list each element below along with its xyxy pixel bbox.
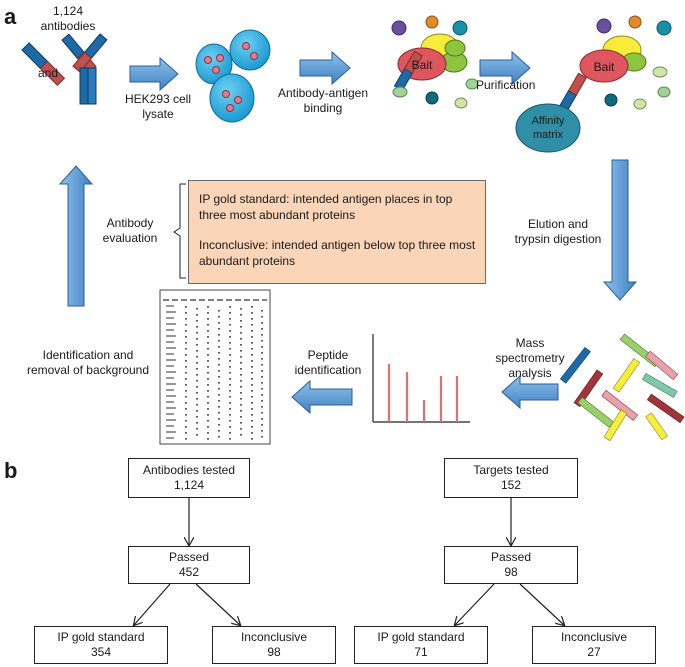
targets-gold-value: 71 — [414, 645, 428, 659]
targets-gold-box: IP gold standard 71 — [354, 626, 488, 664]
binding-label: Antibody-antigen binding — [273, 86, 373, 116]
affinity-purification-icon — [515, 15, 672, 153]
antibody-fragment-icon — [21, 42, 66, 87]
evaluation-brace — [173, 183, 186, 279]
inconclusive-criterion: Inconclusive: intended antigen below top… — [199, 238, 476, 268]
peptide-line-2: identification — [294, 363, 362, 377]
elution-line-2: trypsin digestion — [514, 232, 602, 246]
ms-line-1: Mass — [515, 336, 545, 350]
lysate-cells-icon — [195, 29, 271, 123]
targets-passed-label: Passed — [490, 550, 532, 564]
binding-line-1: Antibody-antigen — [277, 86, 369, 100]
gold-standard-criterion: IP gold standard: intended antigen place… — [199, 192, 453, 222]
antibody-count: 1,124 — [52, 4, 84, 18]
affinity-line-2: matrix — [533, 129, 563, 141]
affinity-line-1: Affinity — [531, 115, 565, 127]
targets-inconclusive-label: Inconclusive — [560, 630, 628, 644]
bait-label-binding: Bait — [411, 58, 433, 72]
targets-passed-value: 98 — [504, 565, 518, 579]
targets-inconclusive-value: 27 — [587, 645, 601, 659]
mass-spectrum-icon — [372, 334, 470, 423]
antibodies-tested-box: Antibodies tested 1,124 — [128, 458, 250, 498]
antibodies-word: antibodies — [40, 19, 96, 33]
lysate-line-1: HEK293 cell — [124, 92, 192, 106]
peptide-table-icon — [159, 289, 271, 445]
antibodies-tested-value: 1,124 — [173, 478, 205, 492]
purification-label: Purification — [476, 78, 536, 92]
lysate-line-2: lysate — [142, 107, 174, 121]
evaluation-line-2: evaluation — [102, 231, 158, 245]
antibodies-inconclusive-label: Inconclusive — [240, 630, 308, 644]
antibody-antigen-binding-icon — [391, 15, 479, 109]
mass-spec-label: Mass spectrometry analysis — [490, 336, 570, 381]
arrow-up-evaluation — [58, 165, 94, 307]
antibodies-gold-value: 354 — [90, 645, 112, 659]
ms-line-2: spectrometry — [495, 351, 565, 365]
elution-label: Elution and trypsin digestion — [508, 217, 608, 247]
arrow-to-binding — [299, 50, 351, 86]
antibodies-inconclusive-box: Inconclusive 98 — [212, 626, 336, 664]
antibody-evaluation-label: Antibody evaluation — [90, 216, 170, 246]
and-label: and — [38, 66, 59, 80]
arrow-to-peptide-table — [291, 379, 353, 415]
arrow-to-lysate — [129, 56, 179, 92]
antibodies-passed-value: 452 — [178, 565, 200, 579]
arrow-to-mass-spec — [501, 374, 559, 410]
antibodies-inconclusive-value: 98 — [267, 645, 281, 659]
arrow-to-purification — [479, 50, 531, 86]
bait-label-purified: Bait — [593, 60, 615, 74]
antibodies-tested-label: Antibodies tested — [142, 463, 236, 477]
evaluation-line-1: Antibody — [106, 216, 154, 230]
targets-tested-box: Targets tested 152 — [444, 458, 578, 498]
elution-line-1: Elution and — [527, 217, 589, 231]
affinity-matrix-label: Affinity matrix — [518, 114, 578, 142]
targets-passed-box: Passed 98 — [444, 546, 578, 584]
targets-gold-label: IP gold standard — [377, 630, 465, 644]
peptide-identification-label: Peptide identification — [288, 348, 368, 378]
background-removal-label: Identification and removal of background — [18, 348, 158, 378]
antibodies-passed-box: Passed 452 — [128, 546, 250, 584]
evaluation-criteria-box: IP gold standard: intended antigen place… — [188, 180, 486, 284]
binding-line-2: binding — [303, 101, 343, 115]
peptide-fragments-icon — [559, 333, 685, 442]
antibody-y-icon — [61, 33, 108, 105]
targets-tested-value: 152 — [500, 478, 522, 492]
arrow-down-elution — [602, 159, 638, 301]
lysate-label: HEK293 cell lysate — [118, 92, 198, 122]
targets-inconclusive-box: Inconclusive 27 — [532, 626, 656, 664]
peptide-line-1: Peptide — [307, 348, 349, 362]
antibodies-gold-label: IP gold standard — [57, 630, 145, 644]
ms-line-3: analysis — [508, 366, 552, 380]
antibodies-gold-box: IP gold standard 354 — [34, 626, 168, 664]
targets-tested-label: Targets tested — [473, 463, 549, 477]
background-line-1: Identification and — [42, 348, 134, 362]
antibody-count-label: 1,124 antibodies — [38, 4, 98, 34]
antibodies-passed-label: Passed — [168, 550, 210, 564]
panel-a-label: a — [4, 4, 17, 29]
background-line-2: removal of background — [26, 363, 150, 377]
panel-b-label: b — [4, 458, 18, 483]
